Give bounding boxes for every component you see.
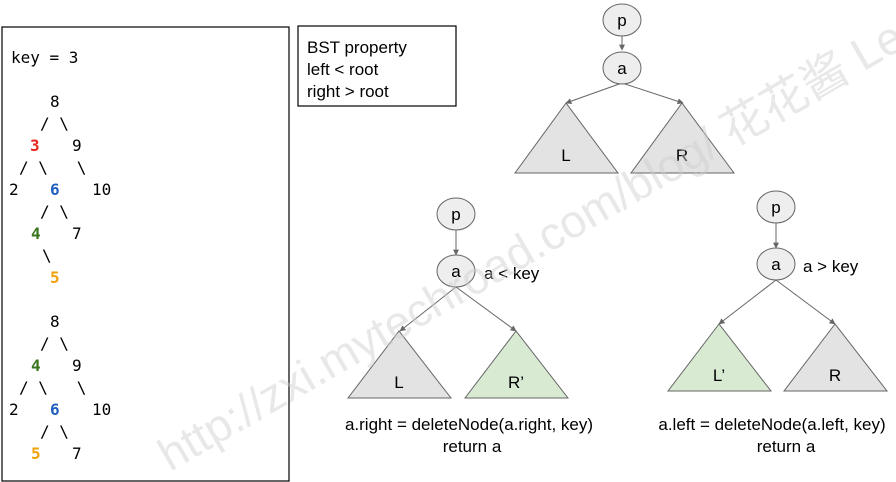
key-line: key = 3 xyxy=(11,48,78,67)
tree2-edges2: / \ \ xyxy=(19,378,86,397)
tree1-node-7: 7 xyxy=(72,224,82,243)
right-edge-a-r xyxy=(775,279,836,325)
tree1-node-9: 9 xyxy=(72,136,82,155)
top-node-p xyxy=(602,3,642,37)
tree2-node-6: 6 xyxy=(50,400,60,419)
tree2-edges1: / \ xyxy=(40,334,69,353)
mid-node-a xyxy=(436,254,476,288)
tree2-node-7: 7 xyxy=(72,444,82,463)
tree1-edges4: \ xyxy=(42,246,52,265)
mid-triangle-r-updated xyxy=(463,330,570,399)
top-node-p-label: p xyxy=(617,11,626,30)
tree-after: 8 / \ 4 9 / \ \ 2 6 10 / \ 5 7 xyxy=(9,312,111,463)
tree2-root: 8 xyxy=(50,312,60,331)
right-edge-a-l xyxy=(718,279,777,325)
tree1-node-2: 2 xyxy=(9,180,19,199)
tree2-edges3: / \ xyxy=(40,422,69,441)
tree2-node-10: 10 xyxy=(92,400,111,419)
tree1-node-4: 4 xyxy=(31,224,41,243)
bst-line-1: BST property xyxy=(307,38,407,57)
bst-box-border xyxy=(297,25,457,107)
left-panel: key = 3 8 / \ 3 9 / \ \ 2 6 10 / \ 4 7 \… xyxy=(1,26,290,482)
right-node-p xyxy=(756,190,796,224)
right-code-line-2: return a xyxy=(757,437,816,456)
right-triangle-r-label: R xyxy=(829,366,841,385)
top-diagram: p a L R xyxy=(514,3,735,174)
top-triangle-r xyxy=(630,102,735,174)
right-node-a xyxy=(756,247,796,281)
tree2-node-9: 9 xyxy=(72,356,82,375)
top-triangle-l-label: L xyxy=(561,146,570,165)
bst-line-2: left < root xyxy=(307,60,379,79)
top-node-a-label: a xyxy=(617,59,627,78)
bst-line-3: right > root xyxy=(307,82,389,101)
mid-code-line-1: a.right = deleteNode(a.right, key) xyxy=(345,415,593,434)
tree1-node-10: 10 xyxy=(92,180,111,199)
mid-edge-a-r xyxy=(455,286,517,332)
tree1-edges3: / \ xyxy=(40,202,69,221)
mid-triangle-r-label: R’ xyxy=(508,373,524,392)
mid-triangle-l-label: L xyxy=(394,373,403,392)
mid-edge-a-l xyxy=(399,286,457,332)
left-panel-border xyxy=(1,26,290,482)
top-edge-a-r xyxy=(621,82,684,105)
mid-node-p xyxy=(436,197,476,231)
right-node-a-label: a xyxy=(771,255,781,274)
mid-triangle-l xyxy=(346,330,453,399)
top-triangle-r-label: R xyxy=(676,146,688,165)
right-code-line-1: a.left = deleteNode(a.left, key) xyxy=(658,415,885,434)
mid-node-p-label: p xyxy=(451,205,460,224)
tree1-edges2: / \ \ xyxy=(19,158,86,177)
mid-condition: a < key xyxy=(484,264,540,283)
tree2-node-2: 2 xyxy=(9,400,19,419)
mid-code-line-2: return a xyxy=(443,437,502,456)
tree2-node-5: 5 xyxy=(31,444,41,463)
bst-property-box: BST property left < root right > root xyxy=(297,25,457,107)
right-triangle-l-updated xyxy=(666,323,773,392)
top-triangle-l xyxy=(514,102,619,174)
mid-node-a-label: a xyxy=(451,262,461,281)
tree1-node-6: 6 xyxy=(50,180,60,199)
tree-before: 8 / \ 3 9 / \ \ 2 6 10 / \ 4 7 \ 5 xyxy=(9,92,111,287)
tree1-node-3-deleted: 3 xyxy=(30,136,40,155)
tree1-edges1: / \ xyxy=(40,114,69,133)
right-node-p-label: p xyxy=(771,198,780,217)
mid-diagram: p a a < key L R’ a.right = deleteNode(a.… xyxy=(345,197,593,456)
right-condition: a > key xyxy=(803,257,859,276)
top-node-a xyxy=(602,51,642,85)
right-triangle-l-label: L’ xyxy=(713,366,725,385)
tree1-node-5: 5 xyxy=(50,268,60,287)
top-edge-a-l xyxy=(565,82,623,105)
right-triangle-r xyxy=(782,323,889,392)
right-diagram: p a a > key L’ R a.left = deleteNode(a.l… xyxy=(658,190,889,456)
tree1-root: 8 xyxy=(50,92,60,111)
tree2-node-4: 4 xyxy=(31,356,41,375)
